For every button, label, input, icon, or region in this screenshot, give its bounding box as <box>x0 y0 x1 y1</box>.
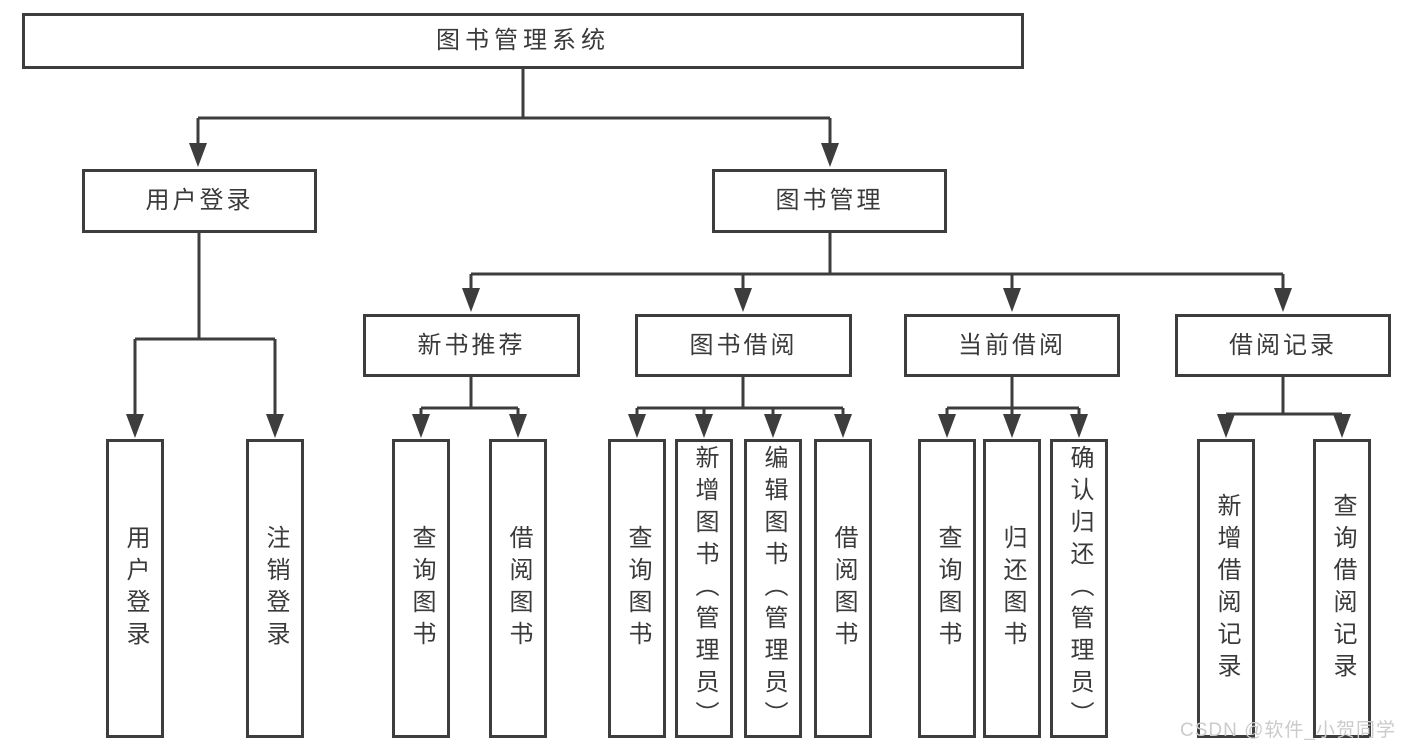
node-current-borrow: 当前借阅 <box>904 314 1120 377</box>
node-label: 图书管理 <box>775 187 884 214</box>
leaf-query-borrow-record: 查询借阅记录 <box>1313 439 1371 738</box>
leaf-return-books: 归还图书 <box>983 439 1041 738</box>
node-label: 借阅图书 <box>830 524 857 653</box>
leaf-add-borrow-record: 新增借阅记录 <box>1197 439 1255 738</box>
node-label: 用户登录 <box>122 524 149 653</box>
node-label: 归还图书 <box>999 524 1026 653</box>
leaf-query-books-borrow: 查询图书 <box>608 439 666 738</box>
leaf-query-books-recommend: 查询图书 <box>392 439 450 738</box>
leaf-edit-books-admin: 编辑图书（管理员） <box>744 439 802 738</box>
node-label: 新增图书（管理员） <box>691 444 718 733</box>
node-new-book-recommend: 新书推荐 <box>363 314 580 377</box>
leaf-query-books-current: 查询图书 <box>918 439 976 738</box>
node-label: 查询借阅记录 <box>1329 492 1356 685</box>
leaf-add-books-admin: 新增图书（管理员） <box>675 439 733 738</box>
node-label: 确认归还（管理员） <box>1066 444 1093 733</box>
node-user-login: 用户登录 <box>82 169 317 233</box>
watermark: CSDN @软件_小贺同学 <box>1180 720 1396 741</box>
node-label: 新书推荐 <box>417 331 526 359</box>
node-book-management: 图书管理 <box>712 169 947 233</box>
leaf-user-login: 用户登录 <box>106 439 164 738</box>
node-root: 图书管理系统 <box>22 13 1024 69</box>
node-borrow-records: 借阅记录 <box>1175 314 1391 377</box>
node-label: 查询图书 <box>408 524 435 653</box>
leaf-confirm-return-admin: 确认归还（管理员） <box>1050 439 1108 738</box>
node-book-borrow: 图书借阅 <box>635 314 852 377</box>
node-label: 查询图书 <box>934 524 961 653</box>
node-label: 编辑图书（管理员） <box>760 444 787 733</box>
node-label: 借阅图书 <box>505 524 532 653</box>
leaf-logout: 注销登录 <box>246 439 304 738</box>
node-label: 新增借阅记录 <box>1213 492 1240 685</box>
node-label: 图书管理系统 <box>436 27 610 54</box>
arrowheads <box>126 143 1351 438</box>
node-label: 借阅记录 <box>1229 331 1337 359</box>
node-label: 注销登录 <box>262 524 289 653</box>
node-label: 当前借阅 <box>958 331 1066 359</box>
node-label: 用户登录 <box>145 187 254 214</box>
leaf-borrow-books: 借阅图书 <box>814 439 872 738</box>
node-label: 查询图书 <box>624 524 651 653</box>
node-label: 图书借阅 <box>689 331 798 359</box>
leaf-borrow-books-recommend: 借阅图书 <box>489 439 547 738</box>
